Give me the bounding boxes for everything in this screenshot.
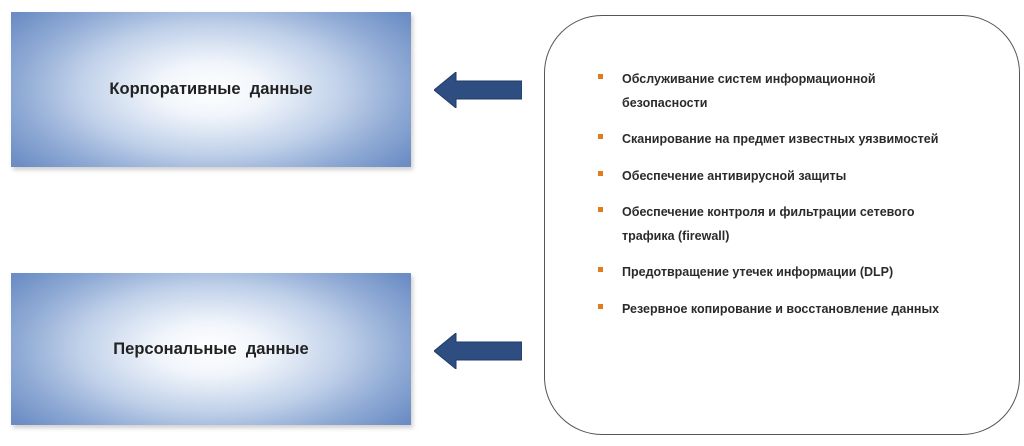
bullet-icon [598, 207, 603, 212]
list-item: Обеспечение контроля и фильтрации сетево… [598, 201, 957, 248]
personal-data-box: Персональные данные [11, 273, 411, 425]
list-item-text: Сканирование на предмет известных уязвим… [622, 132, 939, 146]
list-item: Сканирование на предмет известных уязвим… [598, 128, 1002, 152]
list-item-text: Обеспечение антивирусной защиты [622, 168, 847, 183]
list-item-text: Обеспечение контроля и фильтрации сетево… [622, 205, 915, 243]
list-item-text: Предотвращение утечек информации (DLP) [622, 265, 894, 279]
bullet-icon [598, 267, 603, 272]
corporate-data-label: Корпоративные данные [109, 80, 313, 98]
list-item: Резервное копирование и восстановление д… [598, 298, 1002, 322]
list-item: Предотвращение утечек информации (DLP) [598, 261, 1002, 285]
personal-data-label: Персональные данные [113, 339, 309, 358]
bullet-icon [598, 134, 603, 139]
list-item: Обеспечение антивирусной защиты [598, 165, 1002, 189]
bullet-icon [598, 74, 603, 79]
security-services-list: Обслуживание систем информационной безоп… [598, 68, 1002, 334]
arrow-left-icon [434, 333, 522, 369]
corporate-data-box: Корпоративные данные [11, 12, 411, 167]
security-services-panel [544, 15, 1020, 435]
list-item-text: Обслуживание систем информационной безоп… [622, 72, 876, 110]
bullet-icon [598, 170, 603, 176]
list-item-text: Резервное копирование и восстановление д… [622, 301, 940, 316]
arrow-left-icon [434, 72, 522, 108]
bullet-icon [598, 303, 603, 309]
list-item: Обслуживание систем информационной безоп… [598, 68, 922, 115]
